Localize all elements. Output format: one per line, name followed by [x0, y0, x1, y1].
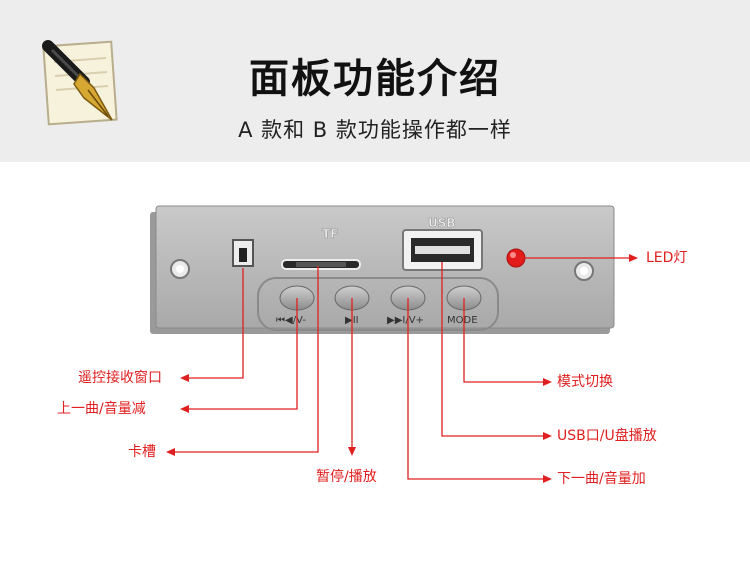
- label-card-slot: 卡槽: [128, 444, 156, 460]
- next-button-label: ▶▶I/V+: [387, 315, 424, 326]
- tf-mark: TF: [322, 227, 338, 241]
- mode-button-label: MODE: [447, 315, 478, 326]
- tf-card-slot[interactable]: [281, 259, 361, 270]
- prev-button-label: ⏮◀/V-: [276, 315, 306, 326]
- usb-port[interactable]: [402, 229, 483, 271]
- page-title: 面板功能介绍: [249, 56, 501, 102]
- page-subtitle: A 款和 B 款功能操作都一样: [238, 118, 512, 142]
- label-led: LED灯: [646, 250, 688, 266]
- fountain-pen-icon: [42, 40, 118, 126]
- label-next-volume-up: 下一曲/音量加: [557, 471, 646, 487]
- label-mode-switch: 模式切换: [557, 374, 613, 390]
- label-remote-window: 遥控接收窗口: [78, 370, 162, 386]
- label-usb-disk-play: USB口/U盘播放: [557, 428, 657, 444]
- mount-hole-left: [170, 259, 190, 279]
- leader-lines: [166, 254, 638, 483]
- control-panel: TF USB ⏮◀/V- ▶II ▶▶I/V+: [150, 205, 615, 334]
- label-prev-volume-down: 上一曲/音量减: [57, 401, 146, 417]
- ir-receiver-window: [232, 239, 254, 267]
- label-pause-play: 暂停/播放: [316, 469, 377, 485]
- mount-hole-right: [574, 261, 594, 281]
- usb-mark: USB: [428, 216, 456, 230]
- header-banner: 面板功能介绍 A 款和 B 款功能操作都一样: [0, 0, 750, 162]
